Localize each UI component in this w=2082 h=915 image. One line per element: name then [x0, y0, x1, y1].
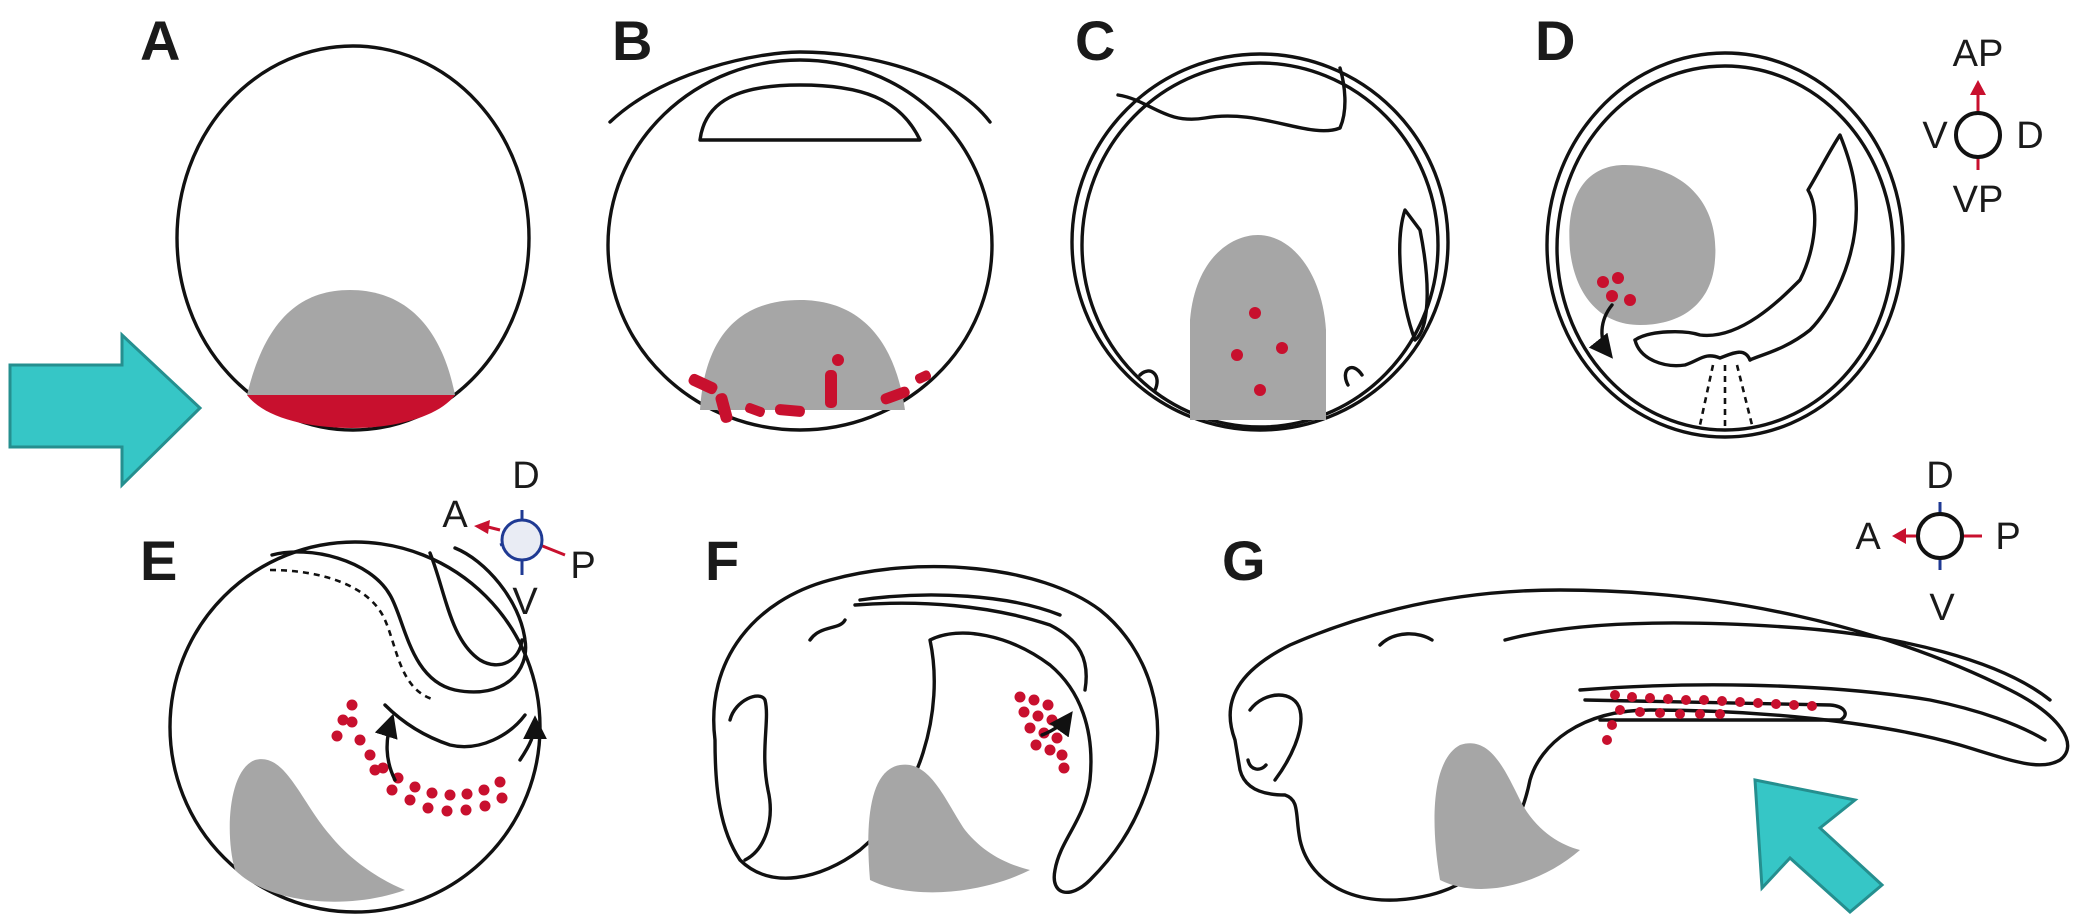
compass-right-label: P [1995, 516, 2020, 558]
panel-e-label: E [140, 529, 177, 592]
panel-a: A [140, 9, 529, 430]
compass-bottom-label: V [512, 581, 538, 623]
panel-d: D [1535, 9, 1903, 437]
compass-d: AP V D VP [1922, 33, 2043, 221]
compass-left-label: A [442, 494, 468, 536]
compass-top-label: AP [1953, 33, 2004, 75]
compass-top-label: D [1926, 455, 1953, 497]
panel-c: C [1072, 9, 1448, 430]
panel-d-label: D [1535, 9, 1575, 72]
pointer-arrow-right-icon [10, 335, 200, 485]
embryo-outline [170, 542, 540, 912]
compass-icon [1918, 514, 1962, 558]
panel-f: F [705, 529, 1158, 892]
compass-bottom-label: V [1929, 587, 1955, 629]
compass-left-label: A [1855, 516, 1881, 558]
panel-b-label: B [612, 9, 652, 72]
panel-g-label: G [1222, 529, 1266, 592]
compass-right-label: D [2016, 115, 2043, 157]
marginal-cell-band [247, 395, 455, 428]
pointer-arrow-up-left-icon [1755, 780, 1882, 912]
compass-top-label: D [512, 455, 539, 497]
compass-left-label: V [1922, 115, 1948, 157]
compass-icon [1956, 113, 2000, 157]
compass-g: D A P V [1855, 455, 2020, 629]
panel-c-label: C [1075, 9, 1115, 72]
panel-a-label: A [140, 9, 180, 72]
panel-f-label: F [705, 529, 739, 592]
compass-bottom-label: VP [1953, 179, 2004, 221]
compass-right-label: P [570, 545, 595, 587]
embryo-outline [1230, 590, 2068, 900]
yolk-cell [868, 765, 1030, 893]
panel-b: B [608, 9, 992, 430]
panel-g: G [1222, 529, 2068, 900]
compass-icon [502, 520, 542, 560]
red-cells [1015, 692, 1070, 774]
panel-e: E [140, 529, 540, 912]
